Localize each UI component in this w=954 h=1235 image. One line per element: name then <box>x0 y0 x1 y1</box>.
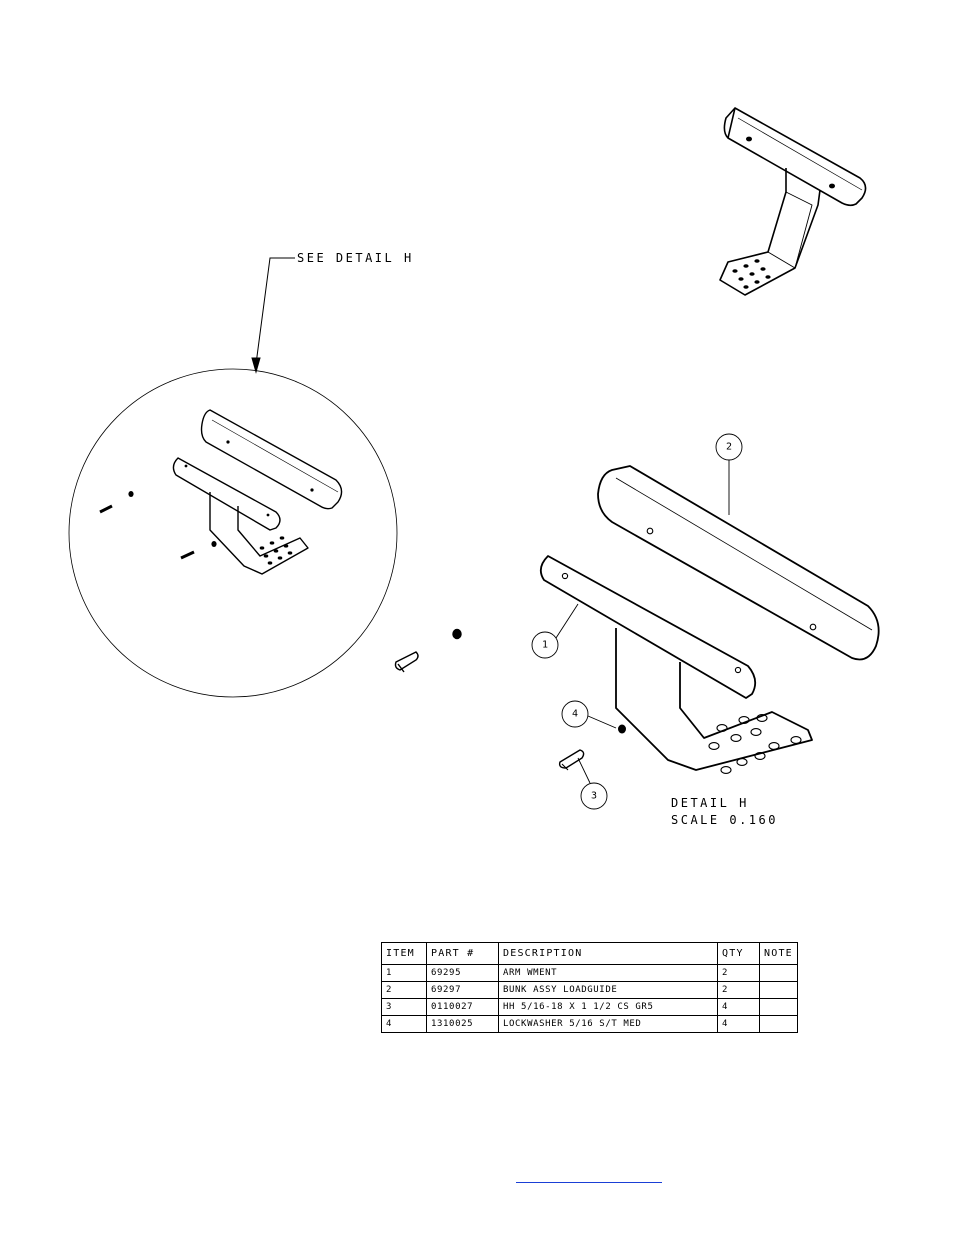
circle-exploded-view <box>99 409 343 575</box>
see-detail-label: SEE DETAIL H <box>297 251 414 265</box>
bom-cell <box>759 981 798 999</box>
bom-cell: 69297 <box>426 981 499 999</box>
detail-title: DETAIL H <box>671 796 749 810</box>
detail-scale: SCALE 0.160 <box>671 813 778 827</box>
balloon-1: 1 <box>542 640 548 651</box>
loose-fasteners <box>394 628 462 673</box>
bom-cell <box>759 1015 798 1033</box>
balloon-4: 4 <box>572 709 578 720</box>
bom-col-note: NOTE <box>759 942 798 965</box>
bom-cell: 2 <box>717 981 760 999</box>
balloon-2: 2 <box>726 442 732 453</box>
table-row: 2 69297 BUNK ASSY LOADGUIDE 2 <box>381 981 798 999</box>
bom-cell: LOCKWASHER 5/16 S/T MED <box>498 1015 718 1033</box>
bom-cell: HH 5/16-18 X 1 1/2 CS GR5 <box>498 998 718 1016</box>
bom-cell: 2 <box>381 981 427 999</box>
table-row: 4 1310025 LOCKWASHER 5/16 S/T MED 4 <box>381 1015 798 1033</box>
bom-cell: 4 <box>717 998 760 1016</box>
bom-cell: ARM WMENT <box>498 964 718 982</box>
table-row: 1 69295 ARM WMENT 2 <box>381 964 798 982</box>
table-row: 3 0110027 HH 5/16-18 X 1 1/2 CS GR5 4 <box>381 998 798 1016</box>
bom-cell: 4 <box>717 1015 760 1033</box>
bom-cell: 3 <box>381 998 427 1016</box>
balloon-3: 3 <box>591 791 597 802</box>
detail-leader <box>251 257 295 374</box>
bom-cell: 0110027 <box>426 998 499 1016</box>
bom-header-row: ITEM PART # DESCRIPTION QTY NOTE <box>381 942 798 965</box>
bom-cell: BUNK ASSY LOADGUIDE <box>498 981 718 999</box>
bom-cell <box>759 998 798 1016</box>
bom-cell: 69295 <box>426 964 499 982</box>
bom-col-description: DESCRIPTION <box>498 942 718 965</box>
assembled-view <box>719 107 867 296</box>
bom-cell: 1310025 <box>426 1015 499 1033</box>
balloon-leaders <box>531 433 743 810</box>
bom-cell <box>759 964 798 982</box>
bom-cell: 1 <box>381 964 427 982</box>
detail-h-circle <box>68 368 398 698</box>
bill-of-materials: ITEM PART # DESCRIPTION QTY NOTE 1 69295… <box>381 942 798 1033</box>
bom-col-qty: QTY <box>717 942 760 965</box>
bom-col-part: PART # <box>426 942 499 965</box>
bom-cell: 2 <box>717 964 760 982</box>
bom-col-item: ITEM <box>381 942 427 965</box>
bom-cell: 4 <box>381 1015 427 1033</box>
detail-h-view <box>539 465 880 774</box>
hyperlink-underline[interactable] <box>516 1182 662 1183</box>
